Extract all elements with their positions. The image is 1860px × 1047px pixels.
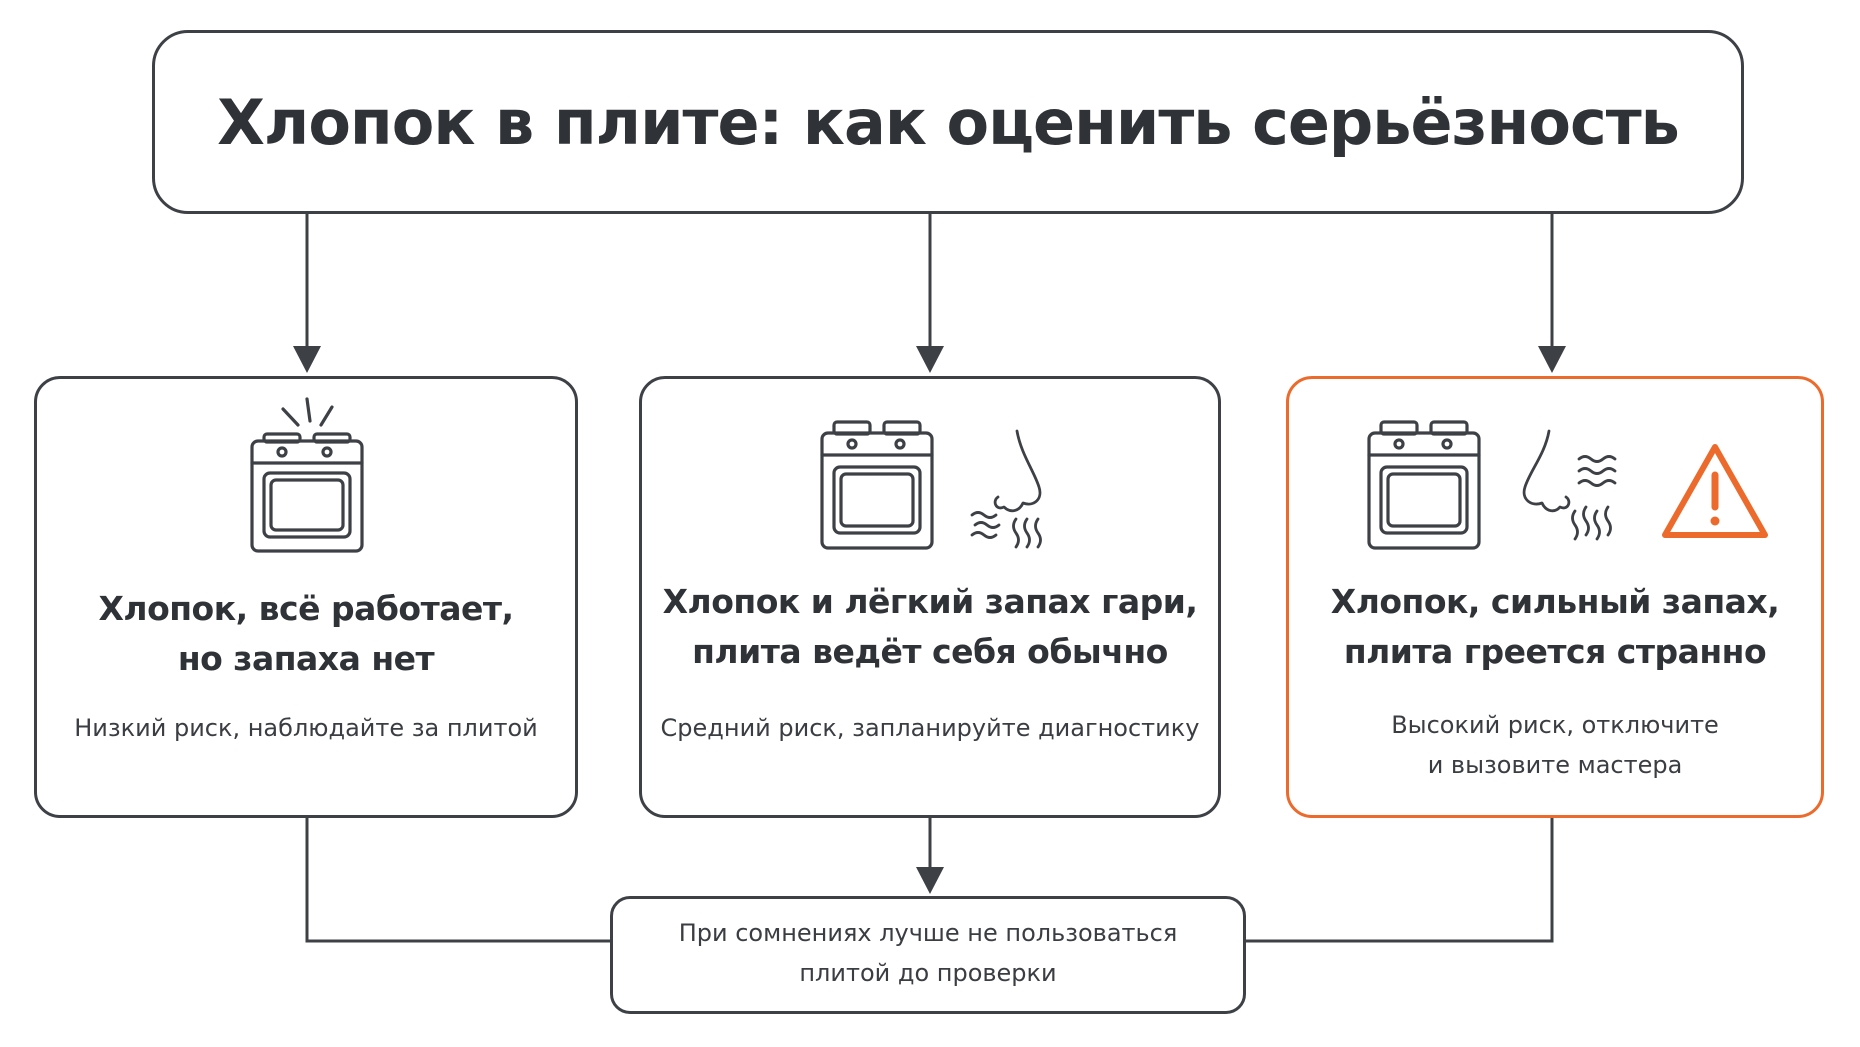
line-low-risk-to-conclusion <box>305 818 610 943</box>
card-heading: Хлопок, сильный запах, плита греется стр… <box>1299 577 1811 677</box>
card-high-risk: Хлопок, сильный запах, плита греется стр… <box>1286 376 1824 818</box>
heading-line: но запаха нет <box>177 639 435 678</box>
stove-with-pop-icon <box>250 397 364 553</box>
arrowhead-low <box>293 346 321 373</box>
heading-line: плита греется странно <box>1343 632 1767 671</box>
conclusion-line: При сомнениях лучше не пользоваться <box>678 919 1178 947</box>
note-line: Низкий риск, наблюдайте за плитой <box>74 714 538 742</box>
note-line: Средний риск, запланируйте диагностику <box>660 714 1200 742</box>
note-line: и вызовите мастера <box>1427 751 1683 779</box>
card-medium-risk: Хлопок и лёгкий запах гари, плита ведёт … <box>639 376 1221 818</box>
heading-line: Хлопок, всё работает, <box>98 589 514 628</box>
conclusion-line: плитой до проверки <box>799 959 1057 987</box>
card-low-risk: Хлопок, всё работает, но запаха нет Низк… <box>34 376 578 818</box>
heading-line: Хлопок и лёгкий запах гари, <box>662 582 1198 621</box>
arrowhead-conclusion <box>916 867 944 894</box>
line-high-risk-to-conclusion <box>1246 818 1554 943</box>
risk-note: Средний риск, запланируйте диагностику <box>652 708 1208 748</box>
risk-note: Высокий риск, отключите и вызовите масте… <box>1299 705 1811 785</box>
title-box: Хлопок в плите: как оценить серьёзность <box>152 30 1744 214</box>
heading-line: плита ведёт себя обычно <box>692 632 1168 671</box>
conclusion-box: При сомнениях лучше не пользоваться плит… <box>610 896 1246 1014</box>
arrowhead-medium <box>916 346 944 373</box>
warning-icon <box>1662 444 1768 538</box>
card-heading: Хлопок и лёгкий запах гари, плита ведёт … <box>652 577 1208 677</box>
card-icons <box>820 420 1042 550</box>
card-icons <box>1367 420 1768 550</box>
note-line: Высокий риск, отключите <box>1391 711 1719 739</box>
heading-line: Хлопок, сильный запах, <box>1330 582 1780 621</box>
nose-smell-icon <box>970 429 1042 549</box>
conclusion-text: При сомнениях лучше не пользоваться плит… <box>613 913 1243 993</box>
stove-icon <box>820 420 934 550</box>
card-heading: Хлопок, всё работает, но запаха нет <box>47 584 565 684</box>
diagram-title: Хлопок в плите: как оценить серьёзность <box>217 85 1680 159</box>
risk-note: Низкий риск, наблюдайте за плитой <box>47 708 565 748</box>
stove-icon <box>1367 420 1481 550</box>
nose-strong-smell-icon <box>1522 429 1617 541</box>
arrowhead-high <box>1538 346 1566 373</box>
